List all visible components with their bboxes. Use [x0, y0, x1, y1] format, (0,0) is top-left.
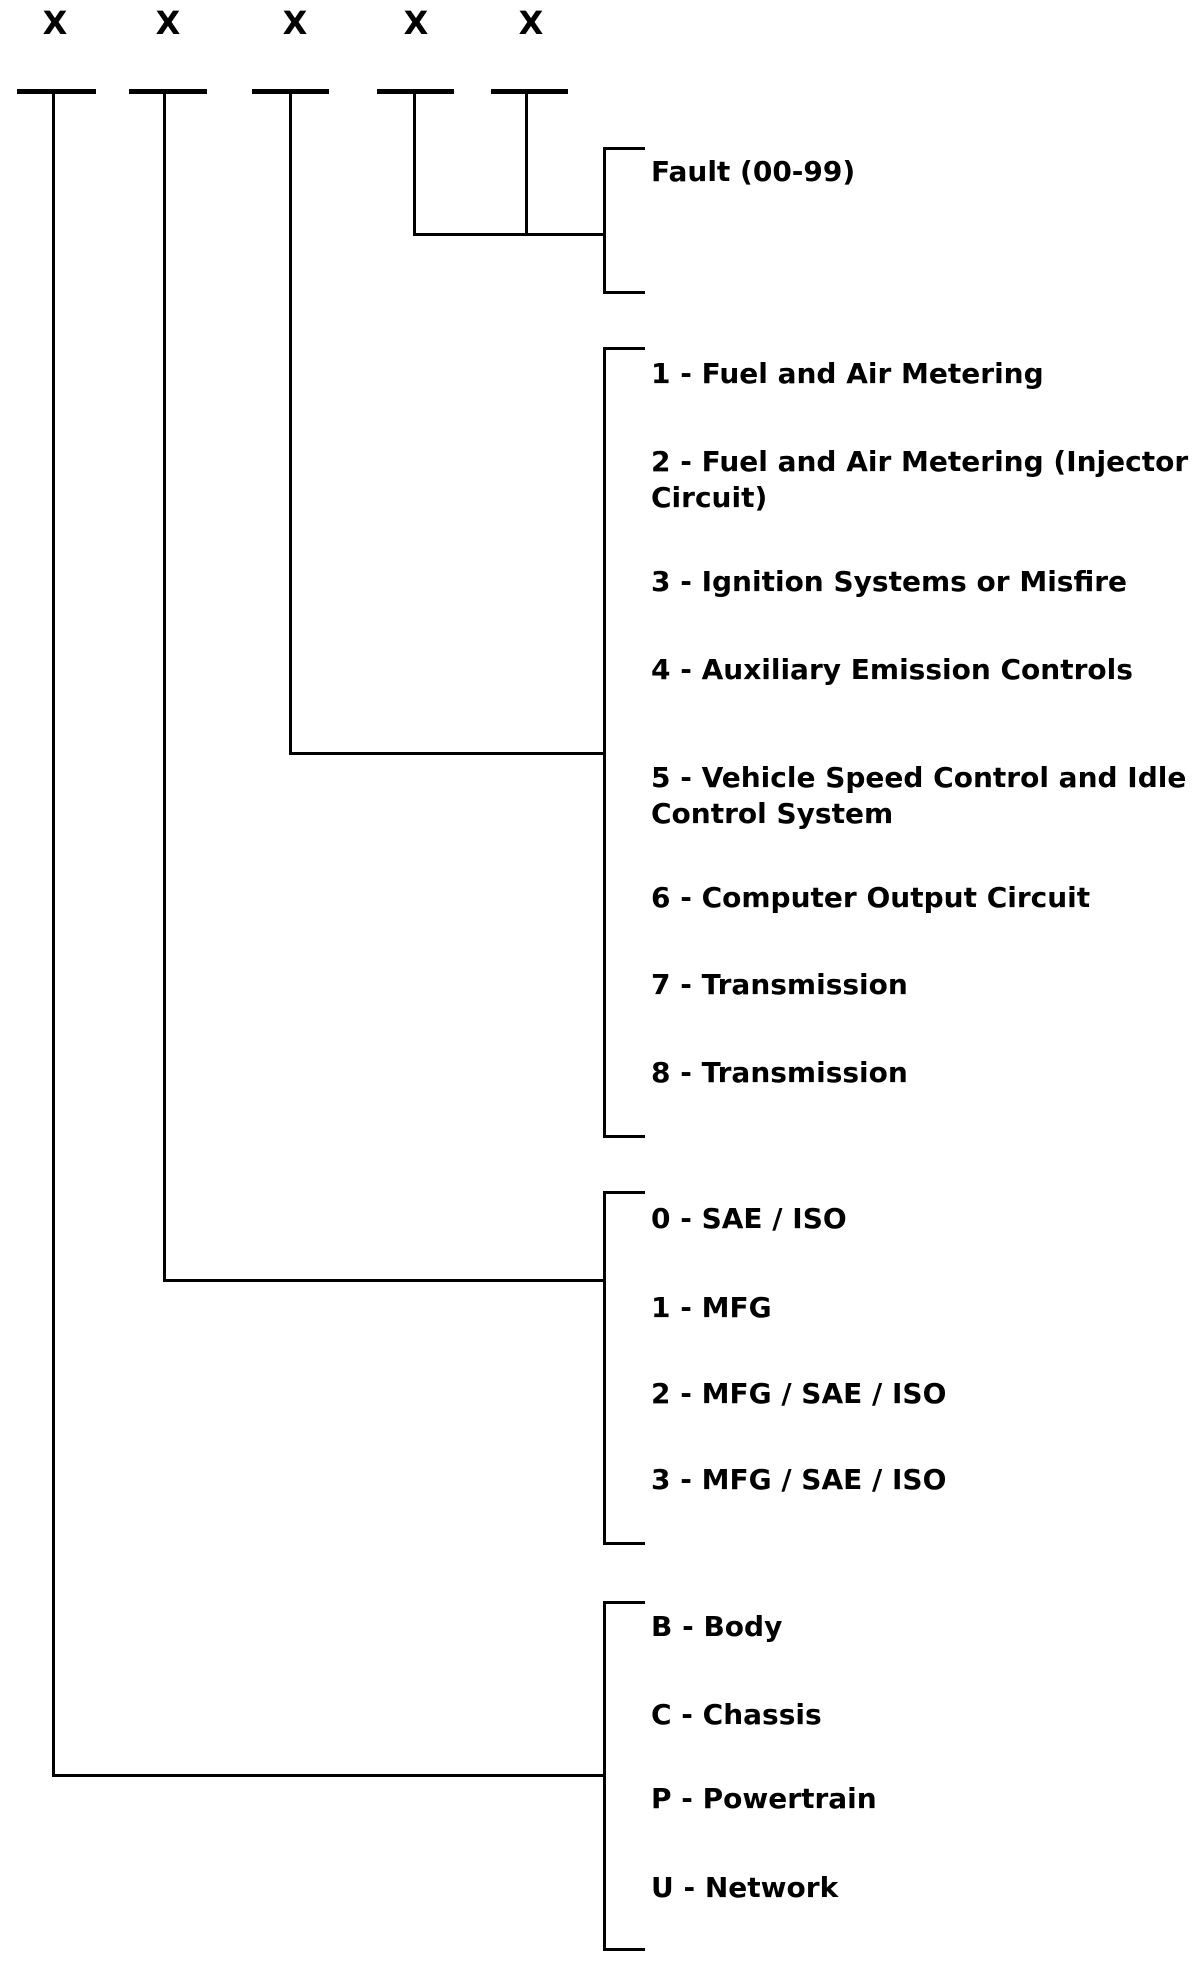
digit1-tbar	[17, 89, 96, 94]
code-digit-placeholder-2: X	[155, 4, 181, 42]
standard-item-3: 3 - MFG / SAE / ISO	[651, 1463, 947, 1496]
digit4-stem	[413, 89, 416, 236]
digit5-stem	[525, 89, 528, 236]
fault-type-item-6: 6 - Computer Output Circuit	[651, 881, 1091, 914]
fault-type-item-5: 5 - Vehicle Speed Control and Idle Contr…	[651, 761, 1187, 830]
standard-bracket-top-tick	[603, 1191, 645, 1194]
standard-item-0: 0 - SAE / ISO	[651, 1202, 847, 1235]
system-branch-line	[52, 1774, 606, 1777]
code-digit-placeholder-4: X	[403, 4, 429, 42]
standard-branch-line	[163, 1279, 606, 1282]
digit3-stem	[289, 89, 292, 755]
fault-type-item-7: 7 - Transmission	[651, 968, 908, 1001]
standard-item-1: 1 - MFG	[651, 1291, 772, 1324]
fault-type-item-3: 3 - Ignition Systems or Misfire	[651, 565, 1128, 598]
standard-item-2: 2 - MFG / SAE / ISO	[651, 1377, 947, 1410]
fault-bracket-vline	[603, 147, 606, 294]
fault-type-item-2: 2 - Fuel and Air Metering (Injector Circ…	[651, 445, 1189, 514]
fault-label: Fault (00-99)	[651, 155, 856, 188]
system-item-p: P - Powertrain	[651, 1782, 877, 1815]
fault-bracket-bottom-tick	[603, 291, 645, 294]
standard-bracket-vline	[603, 1191, 606, 1545]
standard-bracket-bottom-tick	[603, 1542, 645, 1545]
code-digit-placeholder-1: X	[42, 4, 68, 42]
system-item-b: B - Body	[651, 1610, 783, 1643]
digit5-tbar	[491, 89, 568, 94]
system-bracket-vline	[603, 1601, 606, 1951]
digit2-stem	[163, 89, 166, 1282]
fault-type-item-1: 1 - Fuel and Air Metering	[651, 357, 1044, 390]
code-digit-placeholder-5: X	[518, 4, 544, 42]
digit1-stem	[52, 89, 55, 1777]
system-item-u: U - Network	[651, 1871, 839, 1904]
system-bracket-bottom-tick	[603, 1948, 645, 1951]
fault-type-branch-line	[289, 752, 606, 755]
code-digit-placeholder-3: X	[282, 4, 308, 42]
fault-type-bracket-top-tick	[603, 347, 645, 350]
system-item-c: C - Chassis	[651, 1698, 822, 1731]
fault-type-bracket-bottom-tick	[603, 1135, 645, 1138]
fault-bracket-top-tick	[603, 147, 645, 150]
digit2-tbar	[129, 89, 207, 94]
system-bracket-top-tick	[603, 1601, 645, 1604]
fault-type-item-4: 4 - Auxiliary Emission Controls	[651, 653, 1133, 686]
fault-type-bracket-vline	[603, 347, 606, 1138]
fault-branch-line	[413, 233, 606, 236]
fault-type-item-8: 8 - Transmission	[651, 1056, 908, 1089]
